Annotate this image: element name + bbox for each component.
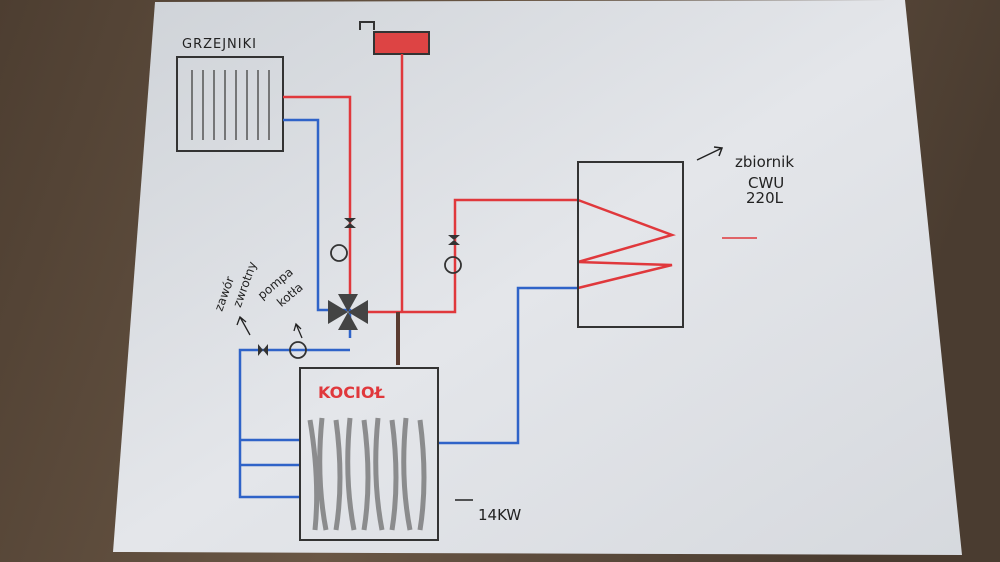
paper-sheet xyxy=(113,0,962,555)
boiler xyxy=(299,367,439,541)
three-way-valve-icon xyxy=(328,294,368,330)
hot-water-tank xyxy=(577,161,684,328)
valve-icon xyxy=(258,218,460,356)
tank-label-3: 220L xyxy=(746,189,784,207)
cold-water-pipes xyxy=(238,118,578,499)
arrow-icon xyxy=(696,146,724,161)
tank-label-1: zbiornik xyxy=(735,153,794,171)
power-label: 14KW xyxy=(478,506,521,524)
arrow-icon xyxy=(236,315,303,339)
boiler-label: KOCIOŁ xyxy=(318,383,385,402)
radiator xyxy=(176,56,284,152)
radiators-label: GRZEJNIKI xyxy=(182,37,257,52)
pump-icon xyxy=(289,244,462,359)
tank-label-2: CWU xyxy=(748,174,784,192)
